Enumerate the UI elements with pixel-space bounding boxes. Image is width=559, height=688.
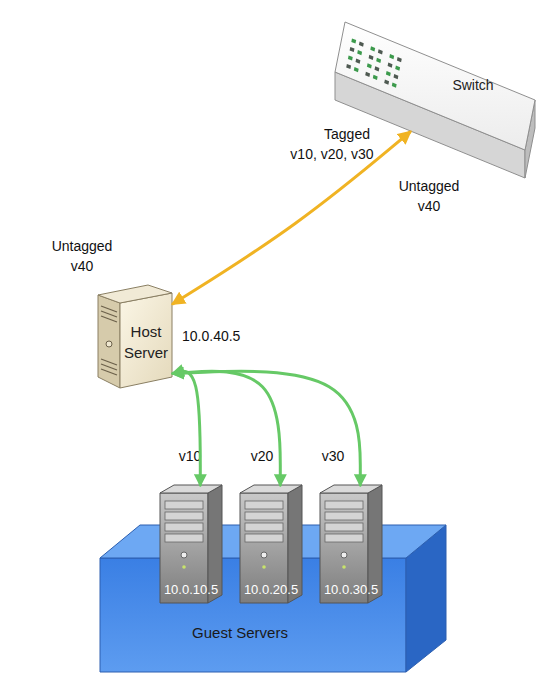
vent-slot: [101, 311, 117, 317]
port-led: [350, 47, 355, 52]
port-mode-label: Untagged v40: [390, 176, 468, 216]
drive-bay: [245, 534, 283, 542]
port-led: [388, 63, 393, 68]
network-switch-outline: [335, 22, 540, 132]
port-led: [365, 72, 370, 77]
port-led: [354, 67, 359, 72]
status-led: [342, 565, 346, 569]
drive-bay: [245, 523, 283, 531]
port-led: [392, 83, 397, 88]
port-led: [348, 55, 353, 60]
guest-server: 10.0.30.5: [320, 485, 382, 603]
network-switch: Switch: [335, 22, 540, 132]
drive-bay: [165, 501, 203, 509]
vent-slot: [101, 364, 117, 370]
device-label: Switch: [437, 75, 509, 95]
drive-bay: [325, 512, 363, 520]
server-top: [160, 485, 222, 493]
port-led: [394, 74, 399, 79]
ip-address: 10.0.10.5: [151, 580, 231, 600]
device-label: Host Server: [115, 321, 177, 363]
host-server: Host Server10.0.40.5: [95, 283, 173, 387]
status-led: [182, 565, 186, 569]
port-led: [357, 50, 362, 55]
vlan-label: Tagged v10, v20, v30: [282, 124, 382, 164]
port-led: [384, 80, 389, 85]
vlan-label: v30: [313, 446, 353, 466]
port-led: [369, 55, 374, 60]
port-led: [356, 59, 361, 64]
drive-bay: [165, 512, 203, 520]
drive-bay: [165, 534, 203, 542]
status-led: [262, 565, 266, 569]
host-side: [98, 295, 120, 388]
vent-slot: [101, 369, 117, 375]
drive-bay: [245, 512, 283, 520]
host-top: [98, 285, 172, 303]
port-led: [395, 66, 400, 71]
guest-server: 10.0.10.5: [160, 485, 222, 603]
drive-bay: [245, 501, 283, 509]
power-button: [106, 341, 112, 347]
drive-bay: [325, 501, 363, 509]
guest-server: 10.0.20.5: [240, 485, 302, 603]
drive-bay: [325, 523, 363, 531]
vlan-link: [173, 371, 200, 485]
vent-slot: [101, 316, 117, 322]
port-led: [346, 64, 351, 69]
port-led: [370, 46, 375, 51]
guest-platform: 10.0.10.510.0.20.510.0.30.5Guest Servers: [98, 480, 448, 675]
vent-slot: [101, 359, 117, 365]
drive-bay: [165, 523, 203, 531]
ip-address: 10.0.20.5: [231, 580, 311, 600]
port-led: [378, 49, 383, 54]
ip-address: 10.0.40.5: [182, 326, 272, 346]
vlan-link: [173, 371, 360, 485]
port-mode-label: Untagged v40: [44, 236, 120, 276]
port-led: [367, 63, 372, 68]
server-top: [240, 485, 302, 493]
drive-bay: [325, 534, 363, 542]
port-led: [351, 38, 356, 43]
port-led: [373, 75, 378, 80]
group-label: Guest Servers: [150, 623, 330, 643]
vlan-link: [173, 371, 280, 485]
port-led: [375, 66, 380, 71]
port-led: [397, 57, 402, 62]
port-led: [359, 42, 364, 47]
vent-slot: [101, 306, 117, 312]
port-led: [389, 54, 394, 59]
host-front: [120, 293, 172, 388]
port-led: [386, 71, 391, 76]
port-led: [376, 58, 381, 63]
vlan-label: v10: [170, 446, 210, 466]
power-button: [181, 552, 187, 558]
power-button: [261, 552, 267, 558]
server-top: [320, 485, 382, 493]
vlan-label: v20: [242, 446, 282, 466]
ip-address: 10.0.30.5: [311, 580, 391, 600]
power-button: [341, 552, 347, 558]
